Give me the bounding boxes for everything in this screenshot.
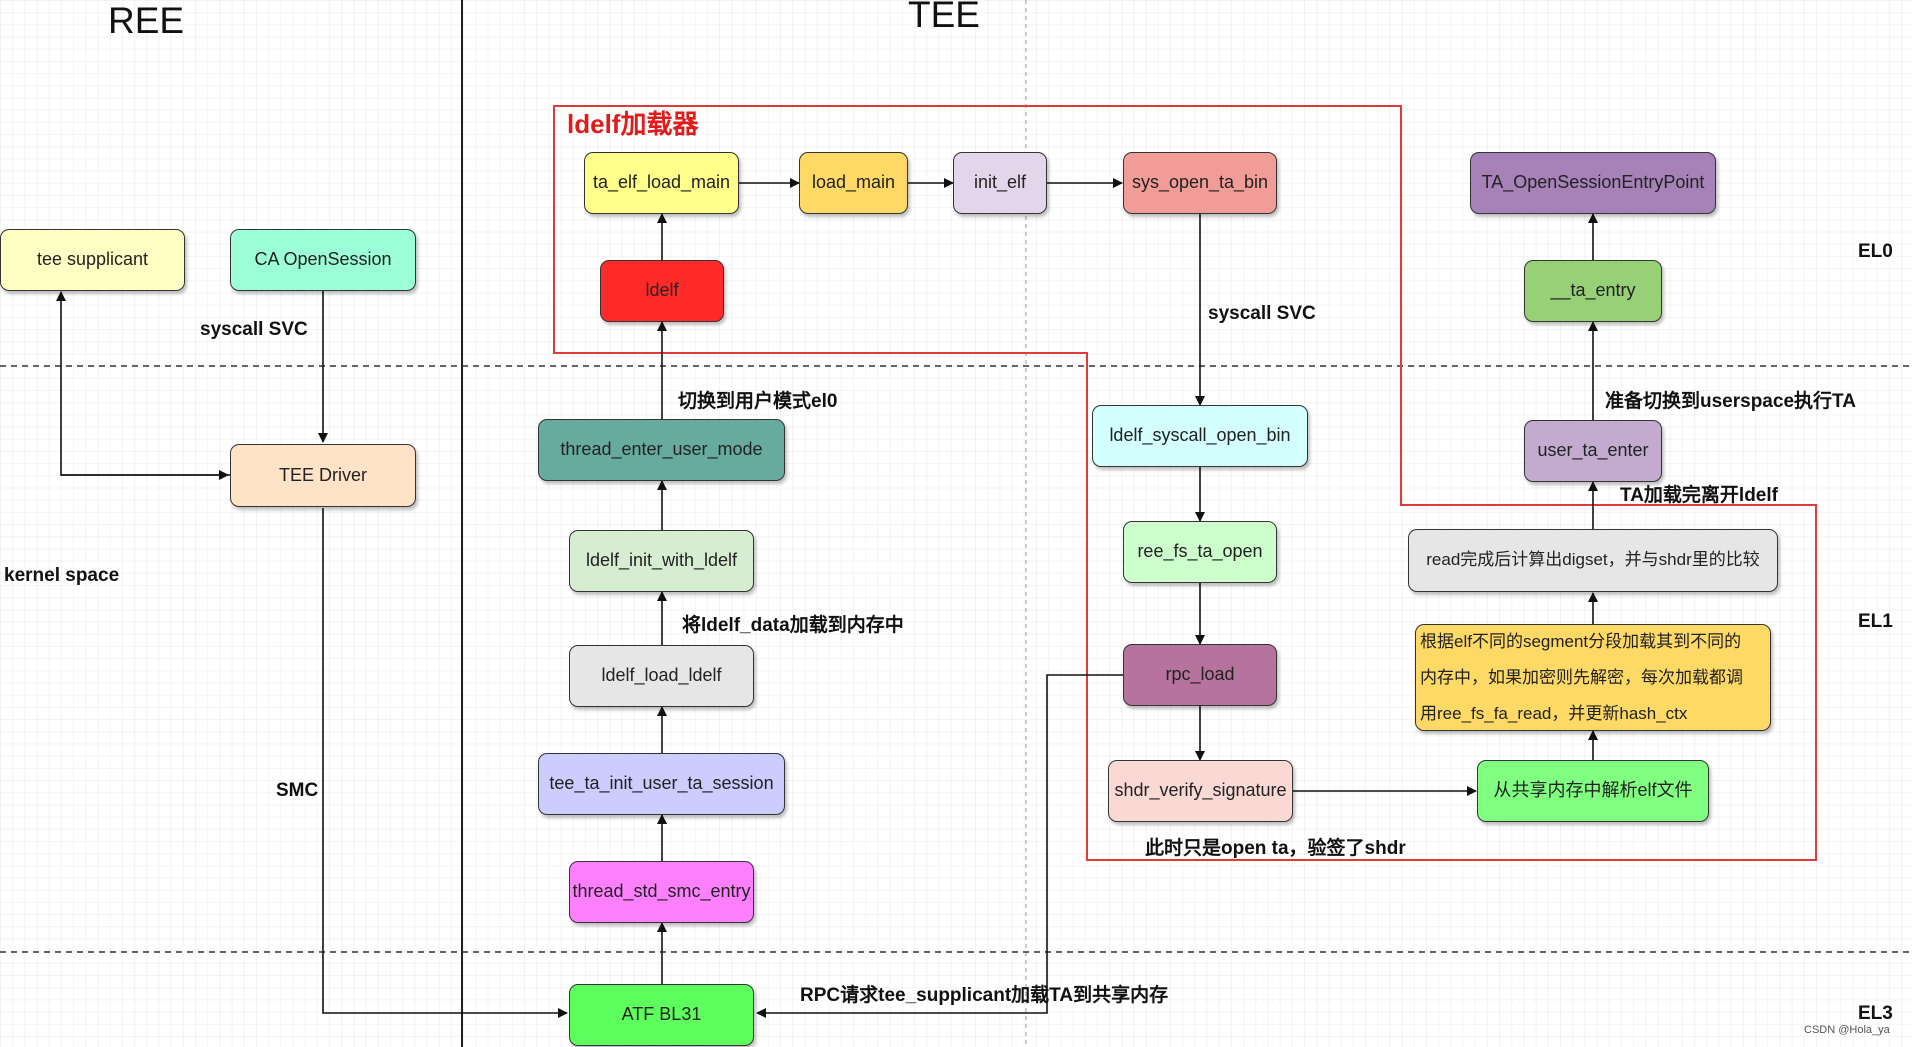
tee-ta-init-user-ta-session-node[interactable]: tee_ta_init_user_ta_session [538,753,785,815]
read-digest-node[interactable]: read完成后计算出digset，并与shdr里的比较 [1408,529,1778,592]
ca-open-session-node[interactable]: CA OpenSession [230,229,416,291]
ldelf-load-ldelf-node[interactable]: ldelf_load_ldelf [569,645,754,707]
syscall-svc-tee-label: syscall SVC [1208,303,1316,324]
ldelf-init-with-ldelf-node[interactable]: ldelf_init_with_ldelf [569,530,754,592]
el0-label: EL0 [1858,241,1893,262]
init-elf-node[interactable]: init_elf [953,152,1047,214]
syscall-svc-ree-label: syscall SVC [200,319,308,340]
kernel-space-label: kernel space [4,565,120,586]
switch-user-mode-label: 切换到用户模式el0 [678,391,838,412]
ldelf-syscall-open-bin-node[interactable]: ldelf_syscall_open_bin [1092,405,1308,467]
smc-label: SMC [276,780,319,801]
tee-zone-title: TEE [908,0,980,35]
el3-label: EL3 [1858,1003,1893,1024]
segment-load-line-2: 内存中，如果加密则先解密，每次加载都调 [1420,667,1743,687]
ta-open-session-entry-node[interactable]: TA_OpenSessionEntryPoint [1470,152,1716,214]
ta-elf-load-main-node[interactable]: ta_elf_load_main [584,152,739,214]
ta-loaded-leave-label: TA加载完离开ldelf [1620,485,1778,506]
el1-label: EL1 [1858,611,1893,632]
atf-bl31-node[interactable]: ATF BL31 [569,984,754,1046]
segment-load-node[interactable]: 根据elf不同的segment分段加载其到不同的 内存中，如果加密则先解密，每次… [1415,624,1771,731]
ta-entry-node[interactable]: __ta_entry [1524,260,1662,322]
parse-elf-shared-mem-node[interactable]: 从共享内存中解析elf文件 [1477,760,1709,822]
edge-driver-to-atf [322,508,568,1018]
thread-std-smc-entry-node[interactable]: thread_std_smc_entry [569,861,754,923]
load-main-node[interactable]: load_main [799,152,908,214]
prepare-switch-label: 准备切换到userspace执行TA [1605,391,1856,412]
shdr-verify-signature-node[interactable]: shdr_verify_signature [1108,760,1293,822]
sys-open-ta-bin-node[interactable]: sys_open_ta_bin [1123,152,1277,214]
open-ta-only-label: 此时只是open ta，验签了shdr [1145,838,1406,859]
watermark: CSDN @Hola_ya [1804,1024,1890,1036]
ldelf-loader-region [553,105,1817,861]
thread-enter-user-mode-node[interactable]: thread_enter_user_mode [538,419,785,481]
ldelf-node[interactable]: ldelf [600,260,724,322]
edge-rpc-load-to-atf [756,674,1124,1018]
rpc-request-label: RPC请求tee_supplicant加载TA到共享内存 [800,985,1169,1006]
ree-zone-title: REE [108,0,185,41]
tee-supplicant-node[interactable]: tee supplicant [0,229,185,291]
user-ta-enter-node[interactable]: user_ta_enter [1524,420,1662,482]
segment-load-line-1: 根据elf不同的segment分段加载其到不同的 [1420,631,1742,651]
rpc-load-node[interactable]: rpc_load [1123,644,1277,706]
load-ldelf-data-label: 将ldelf_data加载到内存中 [682,615,904,636]
ree-fs-ta-open-node[interactable]: ree_fs_ta_open [1123,521,1277,583]
tee-driver-node[interactable]: TEE Driver [230,444,416,507]
segment-load-line-3: 用ree_fs_fa_read，并更新hash_ctx [1420,703,1688,723]
ldelf-loader-title: ldelf加载器 [567,109,699,139]
